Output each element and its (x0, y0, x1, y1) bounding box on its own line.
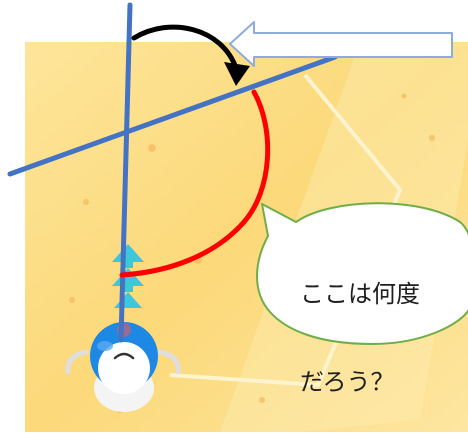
speech-bubble (256, 202, 468, 345)
callout-arrow-icon (229, 21, 453, 67)
speech-bubble-line-2: だろう？ (300, 368, 395, 396)
speech-bubble-text: ここは何度 だろう？ (300, 228, 450, 448)
vertical-guide-line (118, 2, 133, 343)
rotation-arrow-icon (131, 24, 250, 86)
robot-icon (65, 322, 181, 412)
diagonal-guide-line (7, 54, 338, 177)
speech-bubble-line-1: ここは何度 (300, 280, 420, 308)
diagram-canvas (7, 2, 468, 432)
angle-arc (119, 89, 271, 278)
